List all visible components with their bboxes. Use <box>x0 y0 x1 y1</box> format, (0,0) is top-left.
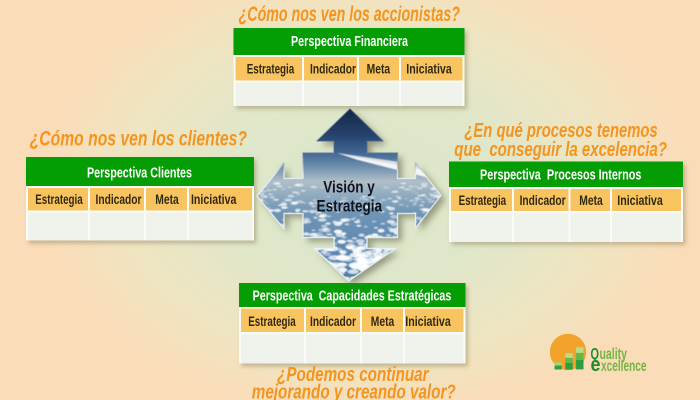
svg-text:Iniciativa: Iniciativa <box>405 313 451 329</box>
svg-text:Perspectiva Financiera: Perspectiva Financiera <box>291 34 409 50</box>
svg-text:Meta: Meta <box>579 192 603 208</box>
svg-text:Iniciativa: Iniciativa <box>406 60 452 76</box>
svg-text:Meta: Meta <box>155 191 179 207</box>
svg-text:Indicador: Indicador <box>520 192 566 208</box>
svg-text:Estrategia: Estrategia <box>317 197 383 216</box>
svg-text:Indicador: Indicador <box>310 60 356 76</box>
svg-text:Iniciativa: Iniciativa <box>191 191 237 207</box>
svg-text:e: e <box>591 353 601 376</box>
svg-text:¿En qué procesos tenemos: ¿En qué procesos tenemos <box>464 119 657 142</box>
svg-text:¿Cómo nos ven los clientes?: ¿Cómo nos ven los clientes? <box>30 126 247 150</box>
svg-text:xcellence: xcellence <box>601 358 647 375</box>
svg-text:¿Podemos continuar: ¿Podemos continuar <box>277 363 429 386</box>
svg-text:Perspectiva Clientes: Perspectiva Clientes <box>87 165 192 181</box>
svg-text:que conseguir la excelencia?: que conseguir la excelencia? <box>454 138 667 161</box>
svg-text:Perspectiva Capacidades Estra: Perspectiva Capacidades Estratégicas <box>253 289 452 305</box>
svg-text:Estrategia: Estrategia <box>247 60 295 76</box>
svg-text:mejorando y creando valor?: mejorando y creando valor? <box>252 381 456 400</box>
svg-text:uality: uality <box>600 346 628 363</box>
svg-text:Visión y: Visión y <box>323 178 375 197</box>
svg-text:Meta: Meta <box>371 313 395 329</box>
svg-text:Iniciativa: Iniciativa <box>617 192 663 208</box>
svg-text:Perspectiva Procesos Internos: Perspectiva Procesos Internos <box>480 168 641 184</box>
svg-text:Estrategia: Estrategia <box>248 313 296 329</box>
svg-text:Indicador: Indicador <box>96 191 142 207</box>
svg-text:¿Cómo nos ven los accionistas?: ¿Cómo nos ven los accionistas? <box>239 2 460 26</box>
svg-text:Indicador: Indicador <box>310 313 356 329</box>
svg-text:Estrategia: Estrategia <box>459 192 507 208</box>
svg-text:Estrategia: Estrategia <box>35 191 83 207</box>
svg-text:Q: Q <box>591 346 600 363</box>
svg-text:Meta: Meta <box>367 60 391 76</box>
